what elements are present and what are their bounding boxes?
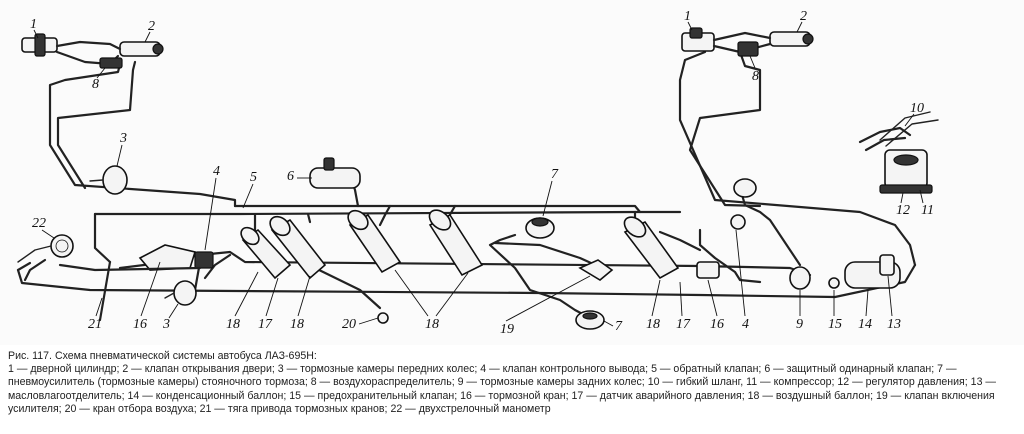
air-tank-4 <box>428 209 484 277</box>
pressure-gauge <box>17 234 74 263</box>
label-10: 10 <box>910 101 924 116</box>
air-distributor-left <box>55 40 123 69</box>
caption-legend: 1 — дверной цилиндр; 2 — клапан открыван… <box>8 363 996 415</box>
air-tank-2 <box>269 215 327 280</box>
spring-brake-booster-top <box>525 217 555 239</box>
brake-valve-left <box>138 244 214 271</box>
label-8-left: 8 <box>92 77 99 92</box>
diagram-canvas: 1 2 8 3 22 4 5 6 7 1 2 8 10 12 11 21 16 … <box>16 9 939 337</box>
label-17-right: 17 <box>676 317 691 332</box>
label-16-right: 16 <box>710 317 724 332</box>
label-20: 20 <box>342 317 356 332</box>
oil-moisture-separator <box>879 254 895 276</box>
label-1-right: 1 <box>684 9 691 24</box>
label-22: 22 <box>32 216 46 231</box>
label-2-left: 2 <box>148 19 155 34</box>
caption-title: Рис. 117. Схема пневматической системы а… <box>8 350 317 362</box>
label-19: 19 <box>500 322 514 337</box>
label-14: 14 <box>858 317 872 332</box>
brake-rod <box>58 263 202 272</box>
booster-valve <box>578 259 614 281</box>
door-cylinder-left <box>21 33 58 57</box>
air-tank-3 <box>347 209 402 274</box>
air-tap <box>377 312 389 324</box>
label-18-third: 18 <box>425 317 439 332</box>
door-cylinder-right <box>681 27 715 52</box>
label-4-left: 4 <box>213 164 220 179</box>
callouts: 1 2 8 3 22 4 5 6 7 1 2 8 10 12 11 21 16 … <box>30 9 934 337</box>
label-18-first: 18 <box>226 317 240 332</box>
rear-brake-chamber-top <box>733 178 757 198</box>
door-valve-right <box>712 31 814 57</box>
label-17-left: 17 <box>258 317 273 332</box>
label-4-right: 4 <box>742 317 749 332</box>
label-3-bottom: 3 <box>162 317 170 332</box>
control-outlet-valve-right <box>730 214 746 230</box>
label-6: 6 <box>287 169 294 184</box>
label-18-fourth: 18 <box>646 317 660 332</box>
flexible-hose <box>858 126 912 152</box>
label-15: 15 <box>828 317 842 332</box>
air-tank-1 <box>240 226 292 280</box>
label-12: 12 <box>896 203 910 218</box>
label-5: 5 <box>250 170 257 185</box>
label-21: 21 <box>88 317 102 332</box>
label-13: 13 <box>887 317 901 332</box>
safety-valve <box>828 277 840 289</box>
door-valve-left <box>119 41 164 57</box>
compressor <box>879 149 933 194</box>
brake-chamber-front-bottom <box>164 280 197 306</box>
label-11: 11 <box>921 203 934 218</box>
label-7-bottom: 7 <box>615 319 623 334</box>
figure-caption: Рис. 117. Схема пневматической системы а… <box>8 350 1018 416</box>
air-tank-5 <box>623 216 680 280</box>
label-8-right: 8 <box>752 69 759 84</box>
pneumatic-system-diagram: 1 2 8 3 22 4 5 6 7 1 2 8 10 12 11 21 16 … <box>16 9 939 337</box>
label-7-top: 7 <box>551 167 559 182</box>
brake-chamber-front-top <box>89 165 128 195</box>
label-2-right: 2 <box>800 9 807 24</box>
label-3-top: 3 <box>119 131 127 146</box>
brake-valve-right <box>696 261 720 279</box>
label-9: 9 <box>796 317 803 332</box>
label-18-second: 18 <box>290 317 304 332</box>
spring-brake-booster-bottom <box>575 310 605 330</box>
label-1-left: 1 <box>30 17 37 32</box>
rear-brake-chamber <box>789 266 811 290</box>
protective-valve <box>309 157 361 189</box>
label-16-left: 16 <box>133 317 147 332</box>
